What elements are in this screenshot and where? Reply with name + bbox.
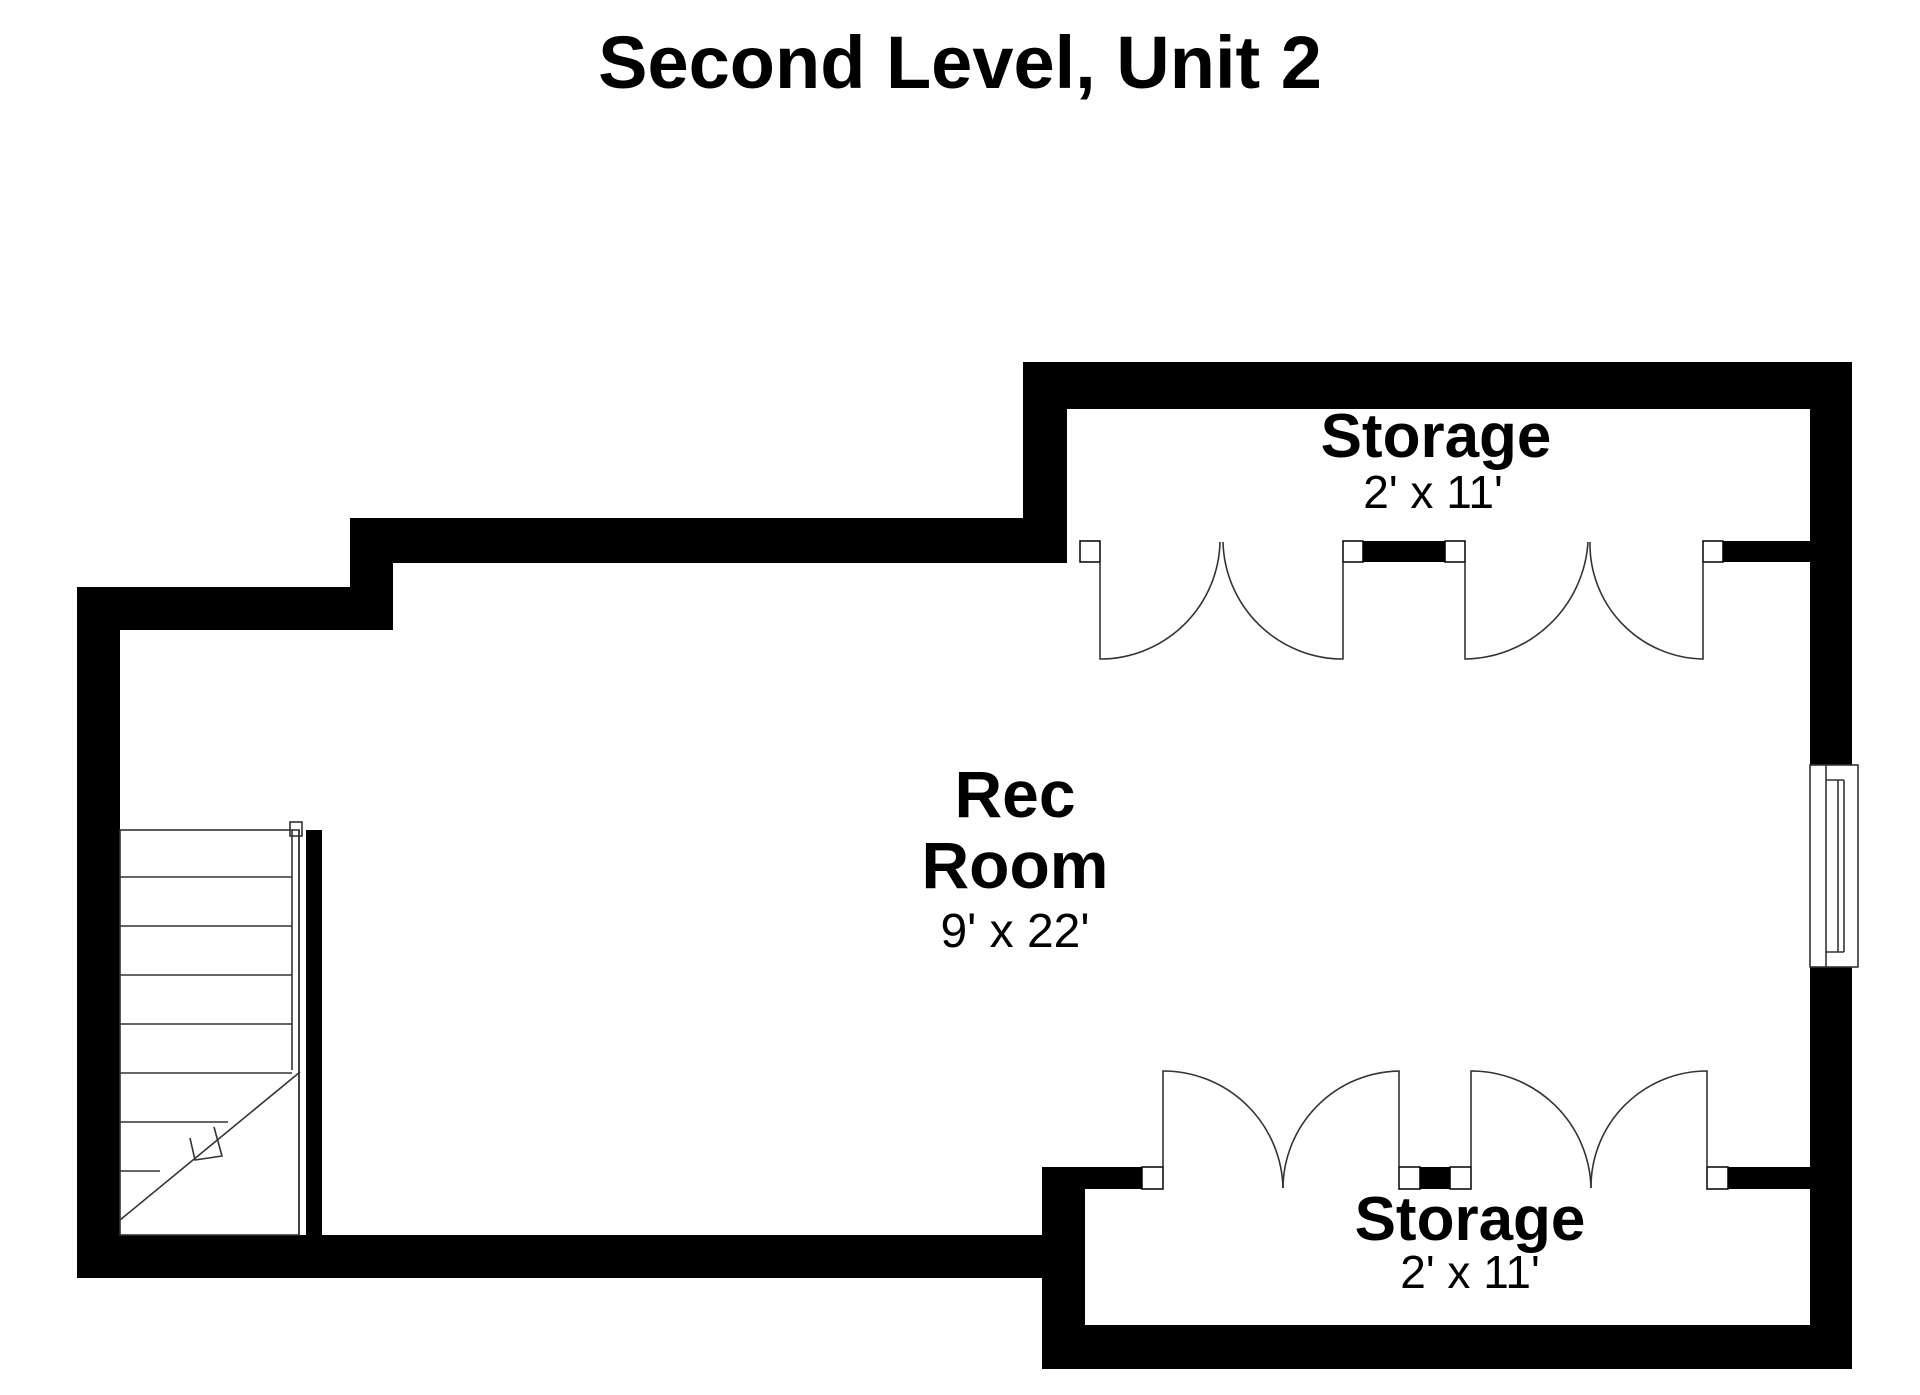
stair-wall: [306, 830, 322, 1235]
top-partition-right: [1723, 541, 1810, 562]
rec-room-dimensions: 9' x 22': [940, 905, 1089, 958]
storage-top-dimensions: 2' x 11': [1363, 466, 1502, 518]
stairs-icon: [119, 821, 303, 1236]
storage-bottom-dimensions: 2' x 11': [1400, 1246, 1539, 1298]
bottom-partition-right: [1728, 1167, 1810, 1189]
door-swing-icon: [1099, 541, 1708, 1189]
bottom-partition-mid: [1420, 1167, 1450, 1189]
bottom-storage-wall: [1042, 1167, 1810, 1369]
rec-room-name-line2: Room: [922, 828, 1109, 902]
plan-title: Second Level, Unit 2: [598, 21, 1322, 104]
storage-top-label: Storage 2' x 11': [1321, 402, 1552, 518]
walls: [77, 362, 1852, 1369]
rec-room-name-line1: Rec: [954, 757, 1075, 831]
top-partition-mid: [1363, 541, 1445, 562]
right-wall-lower: [1810, 967, 1852, 1369]
door-jambs: [1079, 540, 1729, 1190]
storage-bottom-label: Storage 2' x 11': [1355, 1185, 1586, 1298]
window-icon: [1809, 764, 1859, 968]
storage-bottom-name: Storage: [1355, 1185, 1586, 1254]
storage-top-name: Storage: [1321, 402, 1552, 471]
rec-room-label: Rec Room 9' x 22': [922, 757, 1109, 958]
main-wall: [77, 362, 1852, 1278]
